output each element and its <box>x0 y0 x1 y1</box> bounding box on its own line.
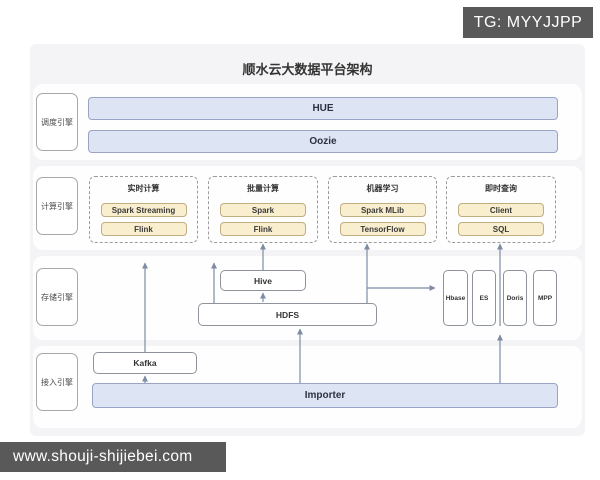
layer-label-ingestion: 接入引擎 <box>36 353 78 411</box>
group-title: 实时计算 <box>127 184 160 193</box>
node-es: ES <box>472 270 496 326</box>
layer-label-compute: 计算引擎 <box>36 177 78 235</box>
node-hue: HUE <box>88 97 558 120</box>
diagram-title: 顺水云大数据平台架构 <box>242 62 373 77</box>
node-importer: Importer <box>92 383 558 408</box>
site-watermark-bar: www.shouji-shijiebei.com <box>0 442 226 472</box>
node-flink-batch: Flink <box>220 222 306 236</box>
compute-group-ml: 机器学习 Spark MLib TensorFlow <box>328 176 437 243</box>
group-title: 即时查询 <box>485 184 517 193</box>
compute-group-realtime: 实时计算 Spark Streaming Flink <box>89 176 198 243</box>
node-hive: Hive <box>220 270 306 291</box>
telegram-watermark-badge: TG: MYYJJPP <box>463 7 593 38</box>
node-oozie: Oozie <box>88 130 558 153</box>
node-hdfs: HDFS <box>198 303 377 326</box>
node-spark-streaming: Spark Streaming <box>100 203 187 217</box>
node-sql: SQL <box>458 222 544 236</box>
node-spark-mlib: Spark MLib <box>339 203 426 217</box>
node-hbase: Hbase <box>443 270 468 326</box>
node-kafka: Kafka <box>93 352 197 374</box>
compute-group-adhoc-query: 即时查询 Client SQL <box>446 176 556 243</box>
layer-label-storage: 存储引擎 <box>36 268 78 326</box>
group-title: 机器学习 <box>366 184 399 193</box>
architecture-diagram: 顺水云大数据平台架构 调度引擎 计算引擎 存储引擎 接入引擎 HUE Oozie… <box>30 44 585 436</box>
node-flink-realtime: Flink <box>100 222 187 236</box>
node-spark: Spark <box>220 203 306 217</box>
compute-group-batch: 批量计算 Spark Flink <box>208 176 318 243</box>
node-client: Client <box>458 203 544 217</box>
layer-band-storage <box>33 256 582 340</box>
node-doris: Doris <box>503 270 527 326</box>
group-title: 批量计算 <box>247 184 279 193</box>
layer-label-scheduling: 调度引擎 <box>36 93 78 151</box>
node-mpp: MPP <box>533 270 557 326</box>
node-tensorflow: TensorFlow <box>339 222 426 236</box>
